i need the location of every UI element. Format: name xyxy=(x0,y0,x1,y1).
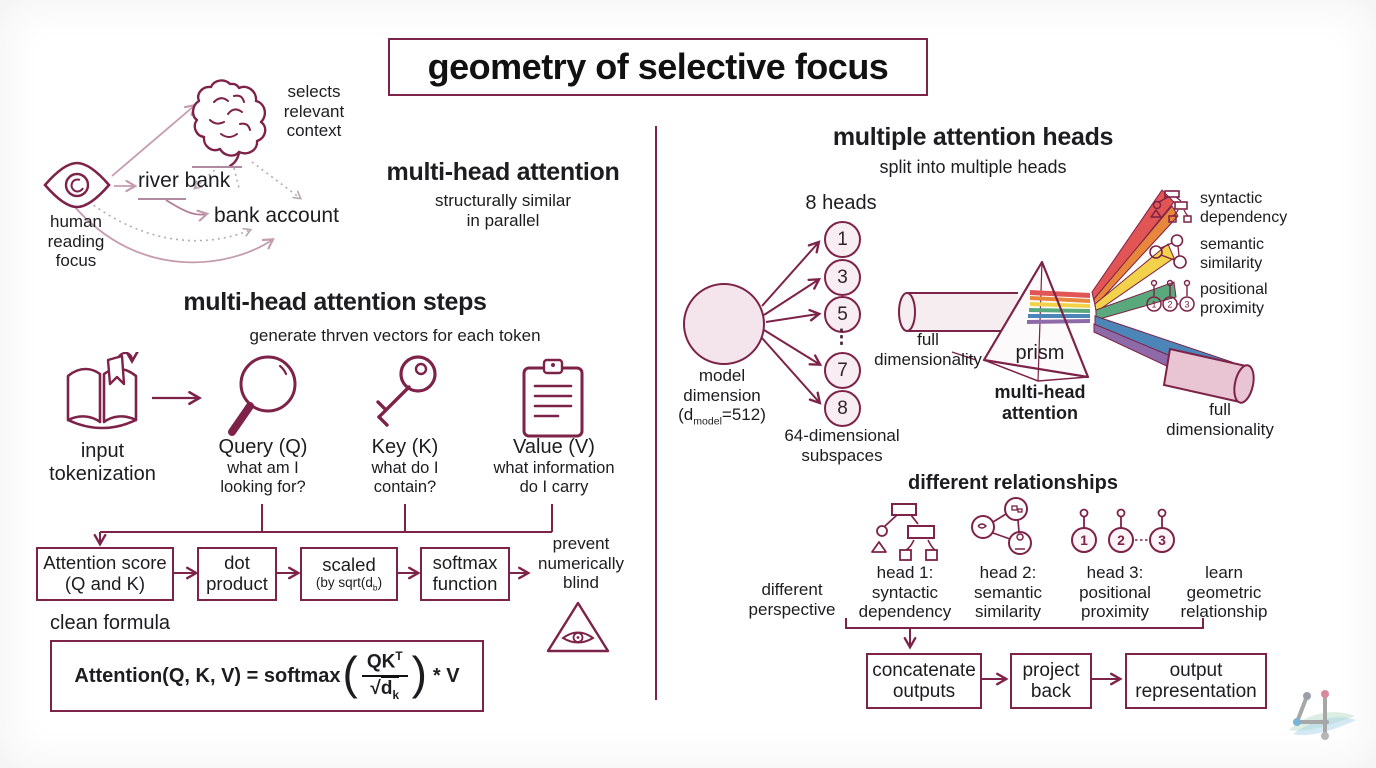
page-title: geometry of selective focus xyxy=(427,46,889,87)
prism-label: prism xyxy=(1015,342,1065,364)
svg-text:3: 3 xyxy=(1158,532,1166,548)
head2-label: head 2: semantic similarity xyxy=(973,563,1043,622)
semantic-network-icon-small xyxy=(1149,234,1187,269)
svg-text:2: 2 xyxy=(1117,532,1125,548)
svg-text:1: 1 xyxy=(1151,300,1156,310)
river-underline xyxy=(138,198,186,200)
model-dim-formula: (dmodel=512) xyxy=(678,405,766,428)
spectrum-syntactic-label: syntactic dependency xyxy=(1200,190,1288,226)
output-representation-box: output representation xyxy=(1125,653,1267,709)
steps-subtitle: generate thrven vectors for each token xyxy=(249,326,541,345)
bank-overline xyxy=(192,166,242,168)
channel-logo xyxy=(1289,690,1356,740)
attention-score-box: Attention score (Q and K) xyxy=(36,547,174,601)
heads-ellipsis: ⋮ xyxy=(832,327,851,348)
pyramid-eye-icon xyxy=(546,601,610,653)
syntactic-tree-icon xyxy=(871,503,938,561)
query-desc: what am I looking for? xyxy=(220,459,306,497)
query-title: Query (Q) xyxy=(218,436,308,458)
formula-lhs: Attention(Q, K, V) = softmax xyxy=(74,664,341,687)
positional-pins-icon: 1 2 3 xyxy=(1071,508,1175,553)
scaled-box: scaled (by sqrt(db) xyxy=(300,547,398,601)
dot-product-box: dot product xyxy=(197,547,277,601)
head1-label: head 1: syntactic dependency xyxy=(858,563,952,622)
syntactic-tree-icon-small xyxy=(1150,190,1192,223)
eye-icon xyxy=(43,161,111,209)
key-title: Key (K) xyxy=(371,436,439,458)
river-bank-label: river bank xyxy=(138,169,231,192)
head-circle-3: 3 xyxy=(824,259,861,296)
heads-count-label: 8 heads xyxy=(805,192,877,214)
eye-caption: human reading focus xyxy=(47,212,105,271)
prism-caption: multi-head attention xyxy=(994,382,1086,423)
formula-tail: * V xyxy=(432,664,460,687)
formula-close-paren: ) xyxy=(411,647,427,700)
head-circle-5: 5 xyxy=(824,296,861,333)
stripe-red xyxy=(1030,290,1090,298)
bank-account-label: bank account xyxy=(214,204,339,227)
query-label: Query (Q) what am I looking for? xyxy=(198,436,328,497)
value-desc: what information do I carry xyxy=(493,459,615,497)
key-icon xyxy=(376,355,437,427)
full-dimensionality-left: full dimensionality xyxy=(874,330,982,369)
stripe-purple xyxy=(1027,319,1090,324)
svg-text:1: 1 xyxy=(1080,532,1088,548)
stripe-blue xyxy=(1028,314,1090,318)
input-tokenization-label: input tokenization xyxy=(49,440,156,486)
spectrum-semantic-label: semantic similarity xyxy=(1200,236,1265,272)
learn-geometric-note: learn geometric relationship xyxy=(1180,563,1268,622)
mha-heading: multi-head attention xyxy=(386,158,620,186)
svg-text:3: 3 xyxy=(1184,300,1189,310)
model-dimension-label: model dimension (dmodel=512) xyxy=(652,366,792,428)
softmax-box: softmax function xyxy=(420,547,510,601)
formula-fraction: QKT √dk xyxy=(361,650,408,702)
formula-open-paren: ( xyxy=(342,647,358,700)
right-heading: multiple attention heads xyxy=(832,123,1114,151)
subspaces-label: 64-dimensional subspaces xyxy=(784,426,900,465)
mha-subtitle: structurally similar in parallel xyxy=(434,191,572,230)
semantic-network-icon xyxy=(971,497,1032,555)
steps-heading: multi-head attention steps xyxy=(183,288,487,316)
head-circle-7: 7 xyxy=(824,352,861,389)
clean-formula-label: clean formula xyxy=(50,612,171,634)
relationships-heading: different relationships xyxy=(907,472,1119,494)
value-title: Value (V) xyxy=(513,436,595,458)
positional-pins-icon-small: 1 2 3 xyxy=(1146,279,1195,312)
clipboard-icon xyxy=(522,358,584,438)
attention-formula: Attention(Q, K, V) = softmax ( QKT √dk )… xyxy=(50,640,484,712)
different-perspective-note: different perspective xyxy=(748,580,836,619)
stripe-green xyxy=(1029,308,1090,313)
key-desc: what do I contain? xyxy=(371,459,439,497)
head-circle-1: 1 xyxy=(824,221,861,258)
model-dimension-circle xyxy=(683,283,765,365)
mha-blurb: multi-head attention structurally simila… xyxy=(368,158,638,230)
spectrum-positional-label: positional proximity xyxy=(1200,281,1268,317)
prevent-note: prevent numerically blind xyxy=(538,534,624,593)
project-back-box: project back xyxy=(1010,653,1092,709)
value-label: Value (V) what information do I carry xyxy=(488,436,620,497)
stripe-orange xyxy=(1030,296,1090,303)
title-box: geometry of selective focus xyxy=(388,38,928,96)
brain-caption: selects relevant context xyxy=(283,82,345,141)
scaled-line1: scaled xyxy=(322,553,376,575)
key-label: Key (K) what do I contain? xyxy=(342,436,468,497)
head3-label: head 3: positional proximity xyxy=(1079,563,1151,622)
beam-yellow xyxy=(1094,243,1175,313)
prism-triangle xyxy=(984,262,1088,377)
magnifier-icon xyxy=(228,355,297,436)
brain-icon xyxy=(191,79,267,168)
right-subtitle: split into multiple heads xyxy=(879,157,1067,177)
svg-text:2: 2 xyxy=(1167,300,1172,310)
full-dimensionality-right: full dimensionality xyxy=(1166,400,1274,439)
book-icon xyxy=(66,352,139,430)
concatenate-outputs-box: concatenate outputs xyxy=(866,653,982,709)
head-circle-8: 8 xyxy=(824,390,861,427)
input-beam-cylinder xyxy=(906,293,1018,331)
scaled-line2: (by sqrt(db) xyxy=(315,575,383,594)
